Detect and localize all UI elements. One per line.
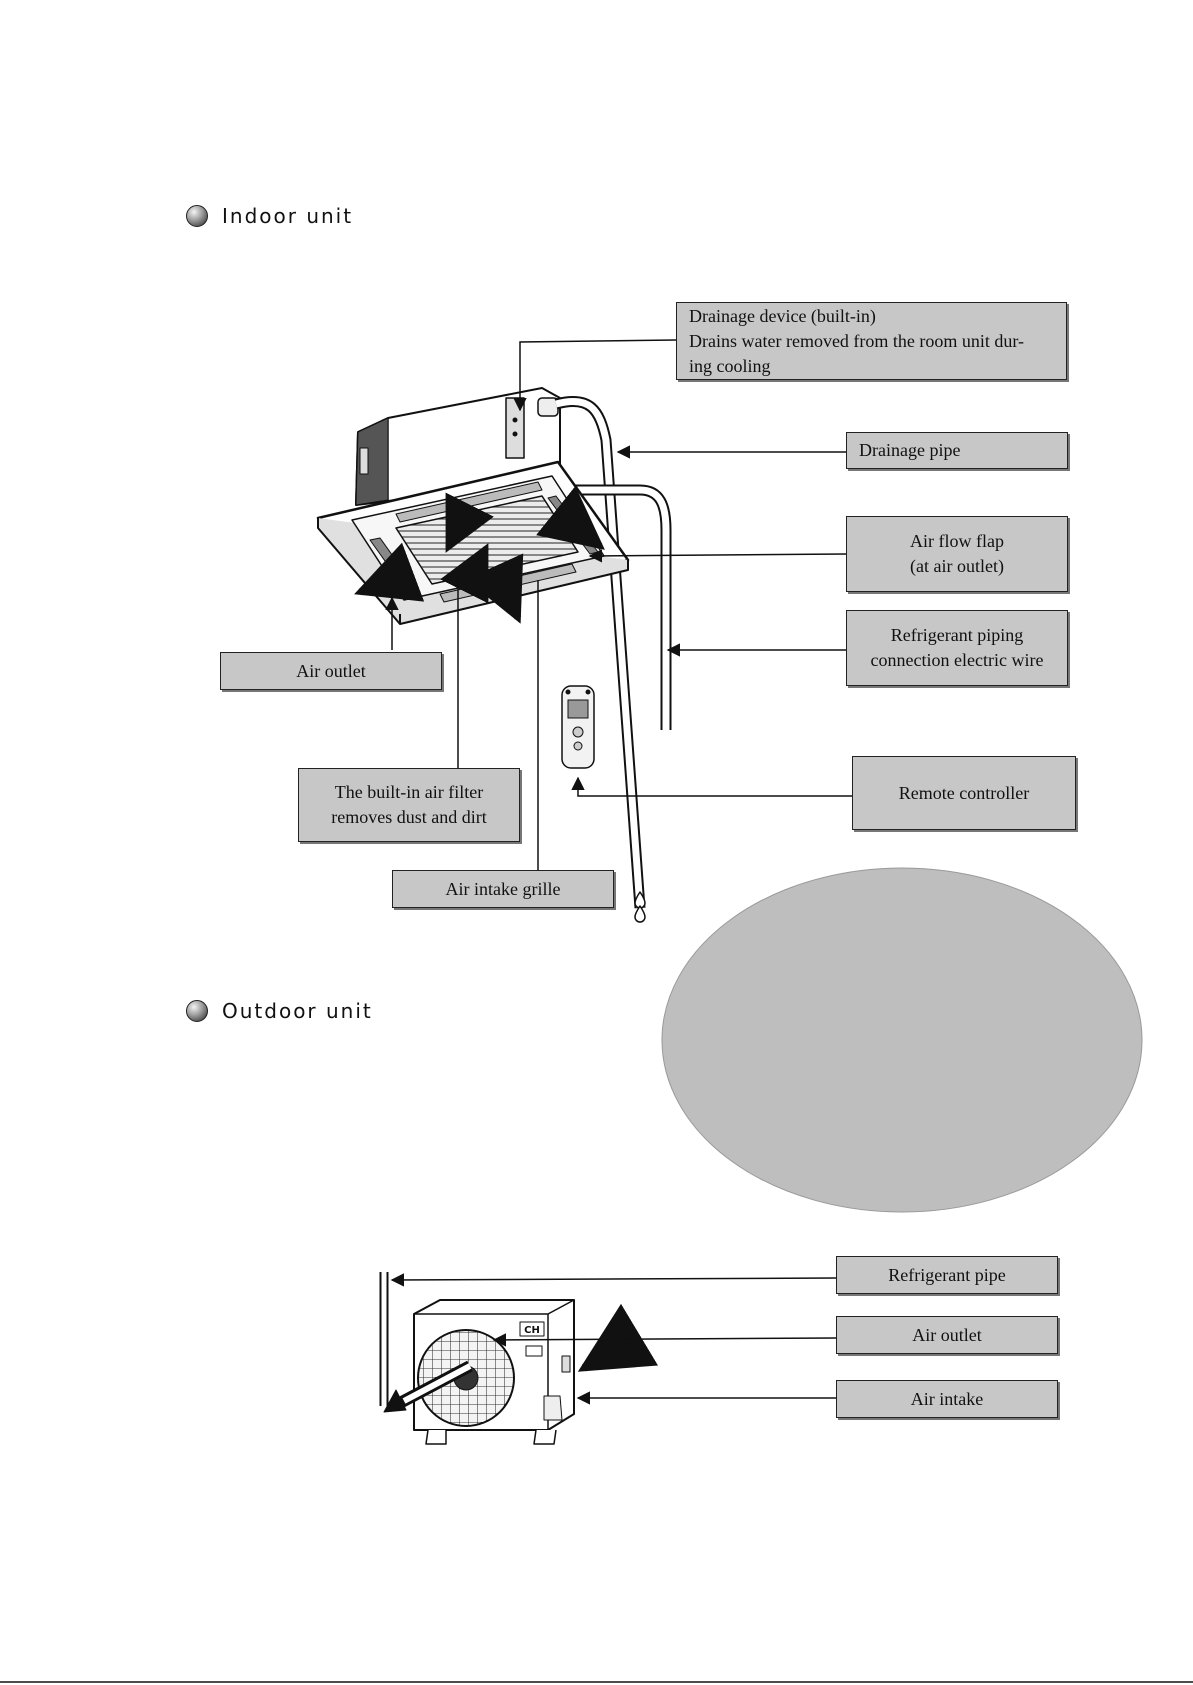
label-line: Remote controller (898, 782, 1030, 803)
outdoor-unit-illustration: CH (379, 1272, 659, 1445)
indoor-unit-heading: Indoor unit (186, 204, 353, 228)
label-line: connection electric wire (870, 650, 1044, 670)
label-air-intake: Air intake (836, 1380, 1058, 1418)
label-line: Air intake grille (445, 878, 561, 899)
label-drainage-pipe: Drainage pipe (846, 432, 1068, 469)
label-line: Air intake (910, 1388, 984, 1409)
indoor-unit-title: Indoor unit (222, 204, 354, 228)
label-drainage-device: Drainage device (built-in) Drains water … (676, 302, 1067, 380)
label-line: Refrigerant pipe (888, 1264, 1006, 1285)
label-line: Air outlet (912, 1324, 982, 1345)
gray-oval (661, 867, 1143, 1213)
outdoor-logo: CH (524, 1325, 540, 1336)
label-line: Drains water removed from the room unit … (689, 330, 1025, 351)
label-remote-controller: Remote controller (852, 756, 1076, 830)
outdoor-unit-title: Outdoor unit (222, 999, 373, 1023)
label-air-filter: The built-in air filter removes dust and… (298, 768, 520, 842)
label-line: removes dust and dirt (331, 807, 487, 827)
label-line: (at air outlet) (910, 556, 1004, 576)
label-line: Air flow flap (910, 531, 1004, 551)
label-refrigerant-pipe: Refrigerant pipe (836, 1256, 1058, 1294)
label-line: The built-in air filter (334, 782, 484, 802)
label-air-outlet: Air outlet (220, 652, 442, 690)
label-line: Refrigerant piping (890, 625, 1024, 645)
label-line: Air outlet (296, 660, 366, 681)
outdoor-unit-heading: Outdoor unit (186, 999, 373, 1023)
outdoor-leader-lines (390, 1273, 837, 1405)
label-line: Drainage pipe (859, 440, 961, 460)
indoor-leader-lines (385, 339, 852, 878)
label-outdoor-air-outlet: Air outlet (836, 1316, 1058, 1354)
label-refrigerant-piping: Refrigerant piping connection electric w… (846, 610, 1068, 686)
bullet-icon (186, 205, 208, 227)
remote-controller-illustration (561, 685, 595, 769)
label-line: ing cooling (689, 355, 771, 376)
label-air-intake-grille: Air intake grille (392, 870, 614, 908)
label-line: Drainage device (built-in) (689, 305, 876, 326)
label-air-flow-flap: Air flow flap (at air outlet) (846, 516, 1068, 592)
bullet-icon (186, 1000, 208, 1022)
